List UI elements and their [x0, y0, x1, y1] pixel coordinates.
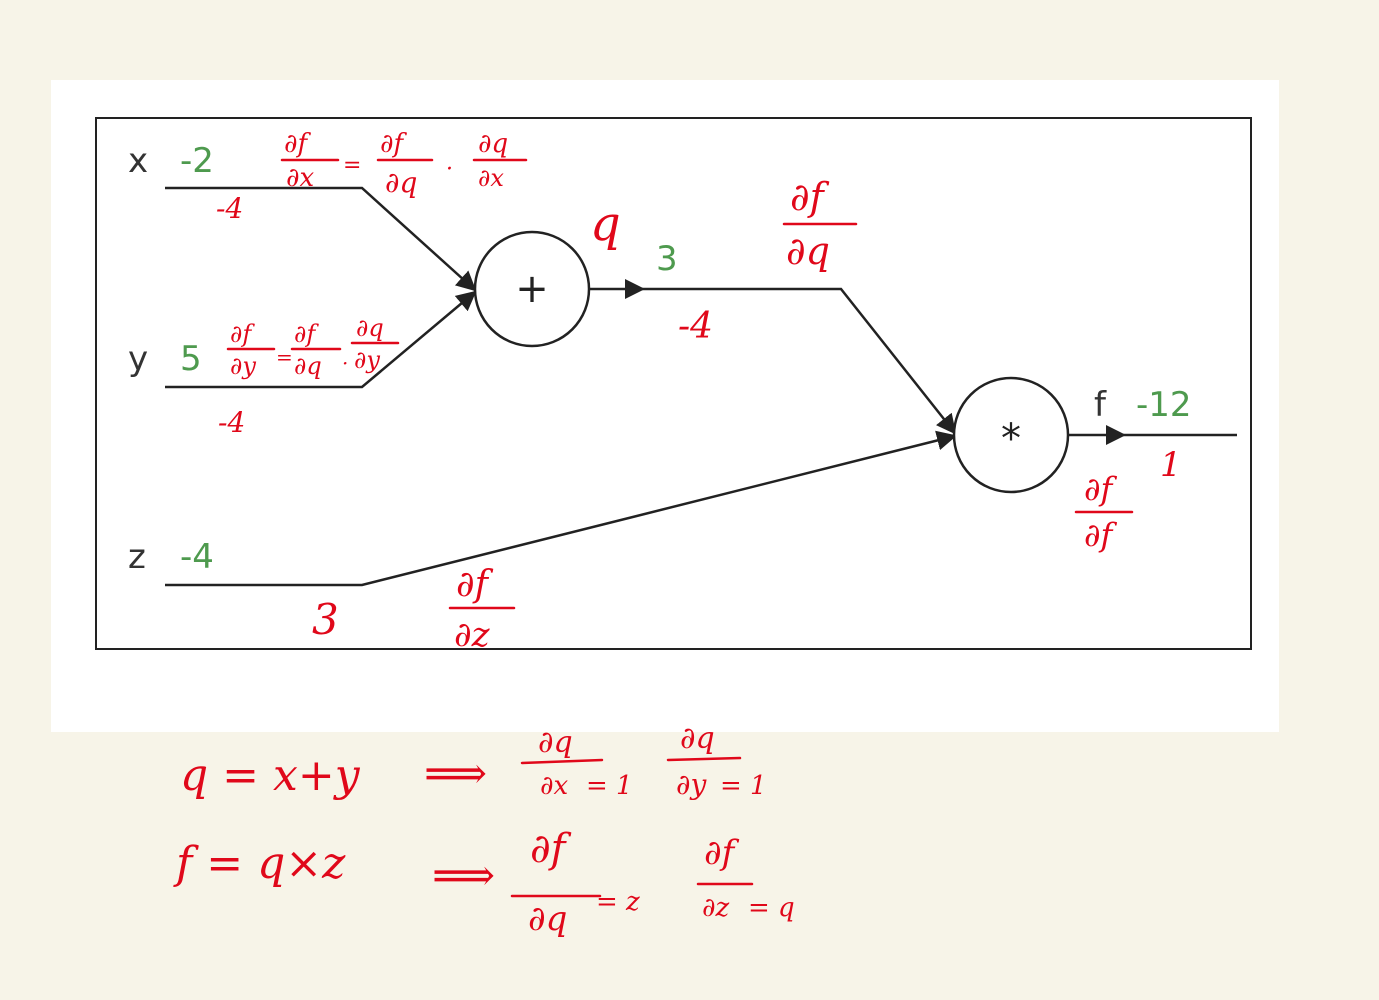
svg-text:∂q: ∂q — [294, 352, 322, 380]
wire-q — [643, 287, 957, 435]
svg-text:∂q: ∂q — [356, 314, 384, 342]
svg-text:∂f: ∂f — [1084, 470, 1118, 508]
svg-text:∂q: ∂q — [538, 725, 573, 760]
annotation-dfdy: ∂f ∂y = ∂f ∂q · ∂q ∂y — [226, 314, 400, 380]
svg-text:⟹: ⟹ — [424, 748, 487, 799]
svg-text:·: · — [446, 157, 453, 182]
diagram-frame — [95, 117, 1252, 650]
svg-text:∂x: ∂x — [478, 164, 504, 192]
input-x-name: x — [128, 141, 148, 181]
output-f-name: f — [1094, 385, 1107, 425]
note-line-1: q = x+y ⟹ ∂q ∂x = 1 ∂q ∂y = 1 — [180, 721, 767, 801]
svg-text:∂q: ∂q — [385, 166, 417, 199]
svg-text:∂z: ∂z — [702, 893, 729, 923]
output-f-forward: -12 — [1136, 385, 1192, 425]
input-z-name: z — [128, 537, 146, 577]
svg-text:∂y: ∂y — [676, 768, 707, 801]
svg-text:=: = — [276, 345, 293, 369]
mul-node-symbol: * — [1001, 416, 1021, 462]
grad-x: -4 — [216, 192, 243, 225]
intermediate-q-name: q — [590, 196, 621, 252]
input-y-forward: 5 — [180, 339, 202, 379]
annotation-dfdx: ∂f ∂x = ∂f ∂q · ∂q ∂x — [280, 129, 528, 199]
svg-text:·: · — [342, 351, 348, 375]
svg-text:∂q: ∂q — [680, 721, 715, 756]
svg-text:=: = — [343, 153, 361, 178]
wire-y — [165, 290, 477, 389]
mul-node — [952, 376, 1070, 494]
svg-text:f = q×z: f = q×z — [173, 838, 346, 889]
svg-text:∂q: ∂q — [528, 899, 567, 939]
svg-text:∂f: ∂f — [294, 320, 319, 348]
svg-text:= z: = z — [596, 887, 640, 917]
svg-text:∂f: ∂f — [790, 175, 830, 219]
svg-text:∂y: ∂y — [230, 352, 256, 380]
svg-text:∂f: ∂f — [530, 826, 572, 872]
svg-text:∂x: ∂x — [540, 771, 568, 801]
input-z-forward: -4 — [180, 537, 214, 577]
intermediate-q-forward: 3 — [656, 239, 678, 279]
svg-text:∂f: ∂f — [704, 833, 740, 873]
svg-text:∂x: ∂x — [286, 163, 314, 193]
annotation-dfdf: ∂f ∂f — [1074, 470, 1134, 554]
svg-text:∂y: ∂y — [354, 346, 380, 374]
input-x-forward: -2 — [180, 141, 214, 181]
grad-q: -4 — [678, 306, 713, 347]
grad-f: 1 — [1160, 445, 1182, 485]
svg-text:= 1: = 1 — [720, 771, 767, 801]
input-y-name: y — [128, 339, 148, 379]
annotation-dfdz: ∂f ∂z — [448, 564, 516, 655]
svg-text:∂f: ∂f — [1084, 516, 1118, 554]
svg-text:= 1: = 1 — [586, 771, 633, 801]
svg-text:∂z: ∂z — [454, 615, 491, 655]
svg-text:∂q: ∂q — [478, 129, 508, 159]
svg-text:∂f: ∂f — [380, 129, 407, 159]
svg-text:⟹: ⟹ — [432, 850, 495, 901]
svg-text:∂f: ∂f — [230, 320, 255, 348]
add-node — [473, 230, 591, 348]
svg-text:∂q: ∂q — [786, 229, 830, 273]
add-node-symbol: + — [515, 266, 549, 312]
wire-x — [165, 186, 477, 292]
svg-text:∂f: ∂f — [284, 129, 311, 159]
annotation-dfdq: ∂f ∂q — [782, 175, 858, 273]
svg-text:∂f: ∂f — [456, 564, 494, 605]
svg-text:q = x+y: q = x+y — [180, 750, 361, 801]
svg-text:= q: = q — [748, 893, 795, 923]
note-line-2: f = q×z ⟹ ∂f ∂q = z ∂f ∂z = q — [173, 826, 795, 939]
grad-y: -4 — [218, 406, 245, 439]
wire-z — [165, 430, 957, 587]
grad-z: 3 — [312, 595, 339, 644]
